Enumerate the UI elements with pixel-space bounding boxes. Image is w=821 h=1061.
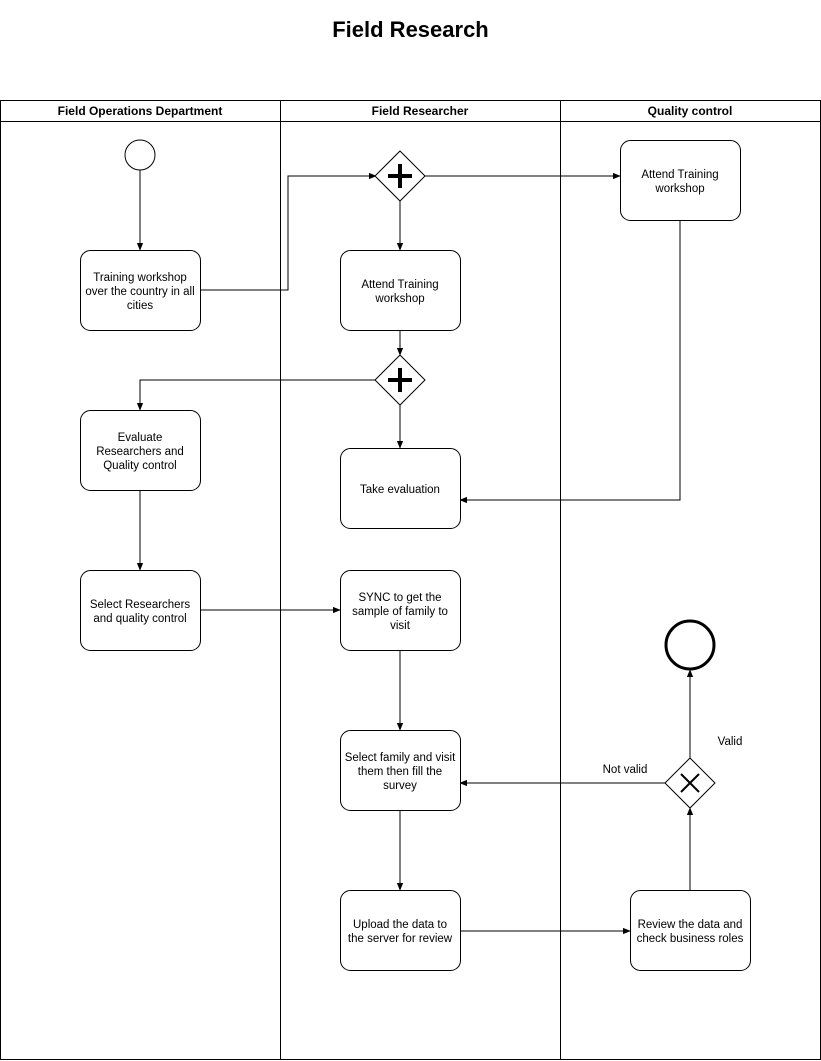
task-qc-attend-training[interactable]: Attend Training workshop (620, 140, 741, 221)
task-label-line: Upload the data to (353, 919, 447, 931)
parallel-gateway-1[interactable] (374, 150, 426, 202)
diagram-title: Field Research (332, 17, 489, 42)
edge-gateway2-to-evaluate (136, 379, 376, 411)
task-label-line: workshop (374, 293, 424, 305)
task-label-line: them then fill the (358, 766, 442, 778)
task-label-line: Researchers and (96, 446, 184, 458)
edge-label-valid: Valid (718, 736, 743, 748)
task-label-line: the server for review (348, 933, 453, 945)
edge-qc-training-to-take-evaluation (459, 220, 681, 504)
task-label-line: cities (127, 300, 153, 312)
x-icon (680, 773, 700, 793)
task-box (340, 250, 461, 331)
task-label-line: Evaluate (118, 432, 163, 444)
task-box (80, 410, 201, 491)
task-box (340, 730, 461, 811)
task-upload[interactable]: Upload the data to the server for review (340, 890, 461, 971)
task-box (620, 140, 741, 221)
end-event[interactable] (664, 619, 716, 671)
plus-icon (388, 164, 412, 188)
task-label-line: Attend Training (641, 169, 718, 181)
task-evaluate[interactable]: Evaluate Researchers and Quality control (80, 410, 201, 491)
task-label-line: Review the data and (638, 919, 743, 931)
task-label-line: Select family and visit (345, 752, 456, 764)
parallel-gateway-2[interactable] (374, 354, 426, 406)
task-box (340, 570, 461, 651)
task-box (630, 890, 751, 971)
task-label-line: check business roles (637, 933, 744, 945)
task-label-line: Select Researchers (90, 599, 191, 611)
lane-title-field-operations: Field Operations Department (58, 104, 223, 118)
task-box (80, 570, 201, 651)
task-label-line: over the country in all (85, 286, 194, 298)
task-box (340, 448, 461, 529)
start-event[interactable] (124, 139, 156, 171)
plus-icon (388, 368, 412, 392)
task-take-evaluation[interactable]: Take evaluation (340, 448, 461, 529)
edges (136, 170, 694, 935)
task-label-line: survey (383, 780, 417, 792)
task-sync[interactable]: SYNC to get the sample of family to visi… (340, 570, 461, 651)
task-fr-attend-training[interactable]: Attend Training workshop (340, 250, 461, 331)
task-label-line: sample of family to (352, 606, 448, 618)
edge-label-not-valid: Not valid (603, 764, 648, 776)
task-label-line: Training workshop (93, 272, 187, 284)
task-label-line: SYNC to get the (358, 592, 441, 604)
task-label-line: visit (390, 620, 411, 632)
edge-training-to-gateway1 (200, 172, 377, 291)
task-training-workshop[interactable]: Training workshop over the country in al… (80, 250, 201, 331)
task-label-line: Take evaluation (360, 484, 440, 496)
task-box (340, 890, 461, 971)
exclusive-gateway[interactable] (664, 757, 716, 809)
task-label-line: and quality control (93, 613, 186, 625)
task-review[interactable]: Review the data and check business roles (630, 890, 751, 971)
task-label-line: workshop (654, 183, 704, 195)
task-box (80, 250, 201, 331)
pool: Field Operations Department Field Resear… (0, 100, 821, 1060)
lane-title-field-researcher: Field Researcher (372, 104, 469, 118)
task-label-line: Attend Training (361, 279, 438, 291)
task-select-family[interactable]: Select family and visit them then fill t… (340, 730, 461, 811)
task-label-line: Quality control (103, 460, 177, 472)
task-select-researchers[interactable]: Select Researchers and quality control (80, 570, 201, 651)
lane-title-quality-control: Quality control (648, 104, 733, 118)
